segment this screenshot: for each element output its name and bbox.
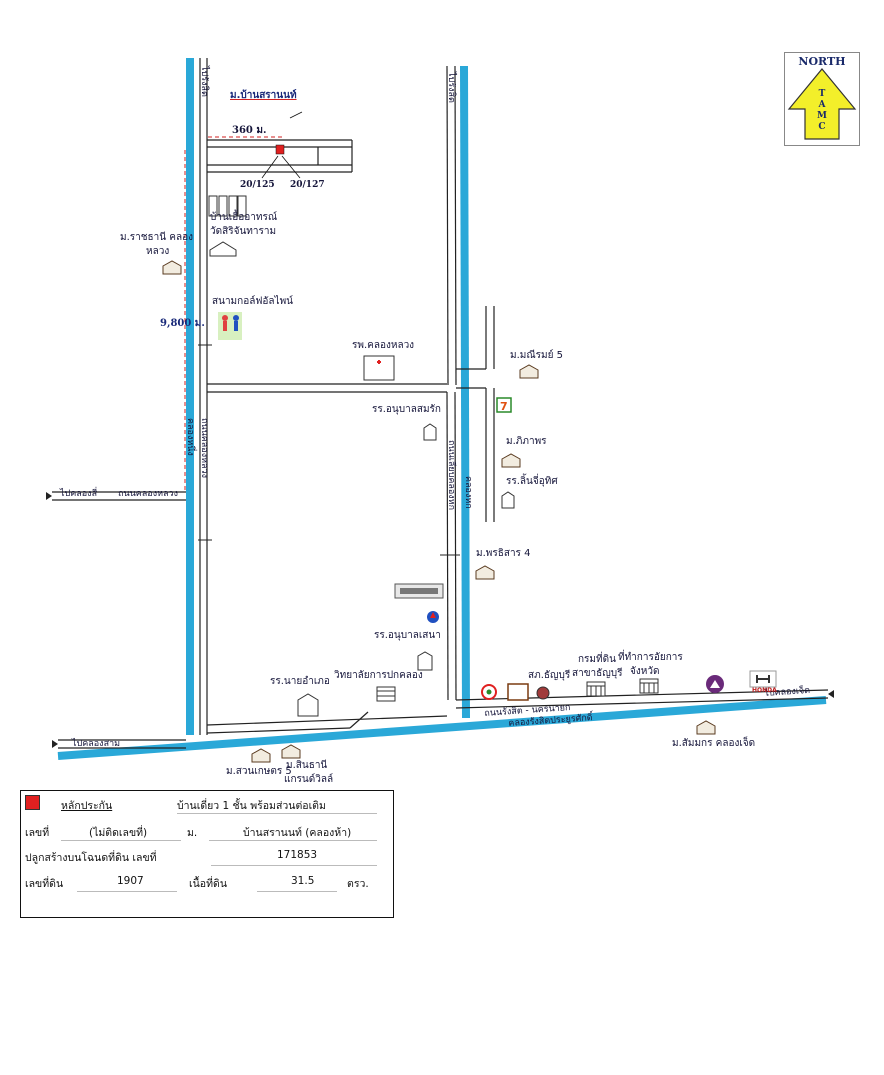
road-left-vertical: ถนนคลองหลวง bbox=[199, 418, 209, 478]
canal-right-label: คลองหก bbox=[463, 476, 473, 509]
label-suan-kaset: ม.สวนเกษตร 5 bbox=[226, 766, 292, 777]
plot-label-b: 20/127 bbox=[290, 180, 325, 190]
area-label: เนื้อที่ดิน bbox=[189, 878, 227, 890]
label-pornsiri: ม.พรธิสาร 4 bbox=[476, 548, 531, 559]
canal-left-label: คลองหนึ่ง bbox=[185, 418, 195, 456]
property-marker bbox=[275, 144, 285, 155]
label-golf: สนามกอล์ฟอัลไพน์ bbox=[212, 296, 294, 307]
village-label: ม.บ้านสรานนท์ bbox=[230, 90, 297, 101]
hospital-icon bbox=[363, 355, 395, 381]
label-nai-amphur: รร.นายอำเภอ bbox=[270, 676, 330, 687]
prosecutor-office-icon bbox=[639, 678, 659, 694]
canals bbox=[57, 58, 827, 760]
golf-icon bbox=[218, 312, 242, 340]
deed-value: 171853 bbox=[277, 849, 318, 861]
police-icon bbox=[536, 686, 550, 700]
village-value: บ้านสรานนท์ (คลองห้า) bbox=[243, 827, 352, 839]
moo-label: ม. bbox=[187, 827, 198, 839]
label-suanthani: ม.สินธานี bbox=[286, 760, 328, 771]
house-icons bbox=[162, 260, 716, 763]
gas-station-icon bbox=[427, 611, 439, 623]
road-to-klong-si: ไปคลองสี่ bbox=[60, 489, 98, 499]
label-wat: วัดสิริจันทาราม bbox=[210, 226, 277, 237]
signboard-icon bbox=[394, 583, 444, 599]
label-land-dept: กรมที่ดิน bbox=[578, 654, 616, 665]
school-flag-icons bbox=[297, 423, 515, 717]
land-no-label: เลขที่ดิน bbox=[25, 878, 64, 890]
land-no-value: 1907 bbox=[117, 875, 144, 887]
label-provincial-2: จังหวัด bbox=[630, 666, 660, 677]
road-right-north: ไปรังสิต bbox=[446, 72, 456, 103]
road-left-north: ไปรังสิต bbox=[199, 66, 209, 97]
house-type: บ้านเดี่ยว 1 ชั้น พร้อมส่วนต่อเติม bbox=[177, 800, 326, 812]
thai-emblem-icon bbox=[481, 684, 497, 700]
bank-icon bbox=[507, 683, 529, 701]
label-ratchathani: ม.ราชธานี คลอง bbox=[120, 232, 193, 243]
road-klong-luang: ถนนคลองหลวง bbox=[118, 489, 178, 499]
north-arrow-icon bbox=[787, 68, 857, 140]
temple-icon bbox=[209, 241, 237, 257]
arrow-left-klong-sam bbox=[52, 740, 58, 748]
no-label: เลขที่ bbox=[25, 827, 50, 839]
label-anuban-sena: รร.อนุบาลเสนา bbox=[374, 630, 441, 641]
land-office-icon bbox=[586, 681, 606, 697]
plot-label-a: 20/125 bbox=[240, 180, 275, 190]
compass-code: TAMC bbox=[817, 89, 827, 132]
label-kindergarten: รร.อนุบาลสมรัก bbox=[372, 404, 441, 415]
apartment-icon bbox=[208, 195, 247, 217]
label-sammakorn: ม.สัมมกร คลองเจ็ด bbox=[672, 738, 756, 749]
legend-swatch bbox=[25, 795, 40, 810]
distance-short-label: 360 ม. bbox=[232, 125, 267, 136]
plot-pointer-b bbox=[281, 155, 301, 179]
road-to-klong-sam: ไปคลองสาม bbox=[72, 739, 121, 749]
label-honda: HONDA bbox=[752, 687, 777, 694]
canal-bottom bbox=[57, 696, 827, 760]
north-label: NORTH bbox=[798, 55, 846, 68]
label-ratchathani-2: หลวง bbox=[146, 246, 170, 257]
label-hospital: รพ.คลองหลวง bbox=[352, 340, 415, 351]
no-value: (ไม่ติดเลขที่) bbox=[89, 827, 148, 839]
distance-lines bbox=[184, 136, 282, 490]
deed-label: ปลูกสร้างบนโฉนดที่ดิน เลขที่ bbox=[25, 852, 157, 864]
arrow-left-klong-si bbox=[46, 492, 52, 500]
legend-title: หลักประกัน bbox=[61, 800, 113, 812]
gov-savings-bank-icon bbox=[706, 675, 724, 693]
seven-eleven-icon bbox=[496, 397, 512, 413]
college-icon bbox=[376, 686, 396, 702]
area-value: 31.5 bbox=[291, 875, 315, 887]
label-college: วิทยาลัยการปกคลอง bbox=[334, 670, 423, 681]
area-unit: ตรว. bbox=[347, 878, 369, 890]
distance-long-label: 9,800 ม. bbox=[160, 318, 205, 329]
north-compass: NORTH TAMC bbox=[784, 52, 860, 146]
label-provincial: ที่ทำการอัยการ bbox=[618, 652, 683, 663]
seven-eleven-label: 7 bbox=[500, 400, 508, 413]
label-police: สภ.ธัญบุรี bbox=[528, 670, 571, 681]
honda-logo-icon bbox=[749, 670, 777, 688]
roads bbox=[52, 58, 829, 749]
road-right-vertical: ถนนเลียบคลองหก bbox=[446, 440, 456, 511]
label-pipaporn: ม.ภิภาพร bbox=[506, 436, 547, 447]
village-pointer bbox=[289, 111, 303, 119]
plot-pointer-a bbox=[261, 155, 279, 179]
info-box: หลักประกัน บ้านเดี่ยว 1 ชั้น พร้อมส่วนต่… bbox=[20, 790, 394, 918]
label-grand-ville: แกรนด์วิลล์ bbox=[284, 774, 334, 785]
arrow-right-klong-7 bbox=[828, 690, 834, 698]
label-linji: รร.ลิ้นจี่อุทิศ bbox=[506, 476, 558, 487]
canal-right bbox=[460, 65, 470, 719]
label-eua-arthorn: บ้านเอื้ออาทรณ์ bbox=[210, 212, 278, 223]
label-land-dept-2: สาขาธัญบุรี bbox=[572, 668, 623, 679]
label-manee: ม.มณีรมย์ 5 bbox=[510, 350, 564, 361]
